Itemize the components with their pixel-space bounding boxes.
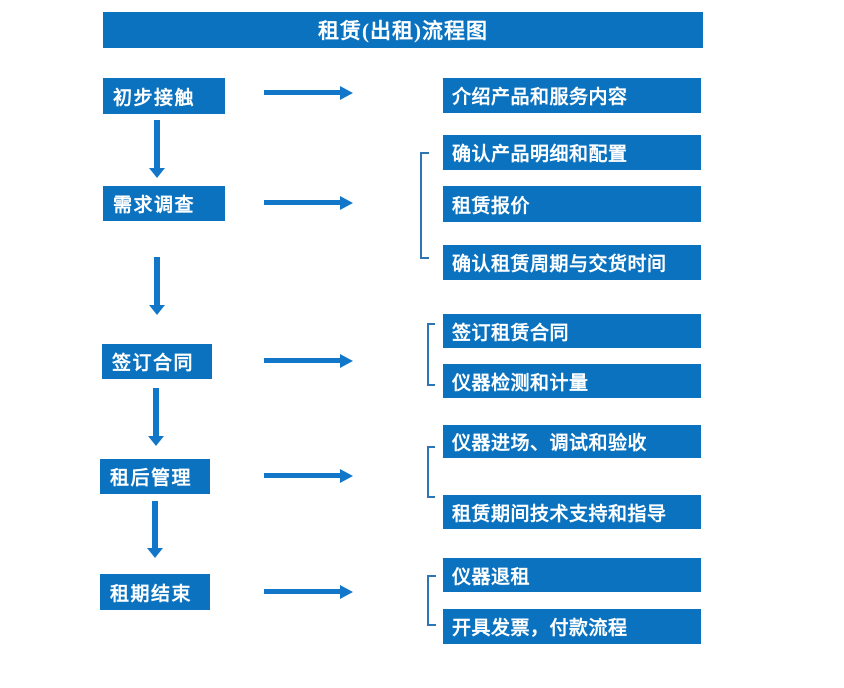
- detail-box-instrument-entry-debug-acceptance: 仪器进场、调试和验收: [443, 425, 701, 458]
- step-box-post-rental-management: 租后管理: [100, 459, 210, 494]
- step-box-sign-contract: 签订合同: [102, 344, 212, 379]
- down-arrow-icon: [149, 120, 165, 178]
- bracket-connector: [427, 323, 435, 386]
- detail-box-introduce-products-services: 介绍产品和服务内容: [443, 78, 701, 113]
- down-arrow-icon: [147, 501, 163, 558]
- step-box-demand-survey: 需求调查: [103, 186, 225, 221]
- right-arrow-icon: [264, 196, 353, 210]
- detail-box-technical-support-guidance: 租赁期间技术支持和指导: [443, 495, 701, 529]
- detail-box-invoice-payment-process: 开具发票，付款流程: [443, 609, 701, 644]
- detail-box-instrument-return: 仪器退租: [443, 558, 701, 592]
- right-arrow-icon: [264, 469, 353, 483]
- bracket-connector: [427, 575, 436, 626]
- right-arrow-icon: [264, 585, 353, 599]
- detail-box-rental-quotation: 租赁报价: [443, 186, 701, 222]
- bracket-connector: [427, 446, 435, 498]
- down-arrow-icon: [149, 257, 165, 315]
- detail-box-sign-rental-contract: 签订租赁合同: [443, 314, 701, 348]
- flowchart-title: 租赁(出租)流程图: [103, 12, 703, 48]
- detail-box-confirm-rental-period-delivery: 确认租赁周期与交货时间: [443, 245, 701, 280]
- detail-box-confirm-product-details-config: 确认产品明细和配置: [443, 135, 701, 170]
- down-arrow-icon: [148, 388, 164, 446]
- step-box-initial-contact: 初步接触: [103, 78, 225, 114]
- right-arrow-icon: [264, 86, 353, 100]
- bracket-connector: [420, 152, 429, 259]
- detail-box-instrument-testing-metering: 仪器检测和计量: [443, 364, 701, 398]
- right-arrow-icon: [264, 354, 353, 368]
- step-box-rental-end: 租期结束: [100, 574, 210, 610]
